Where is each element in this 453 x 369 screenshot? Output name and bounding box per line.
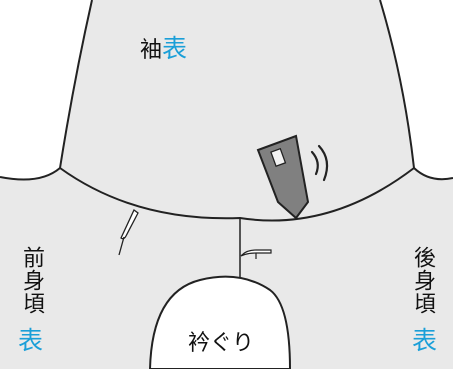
armhole-label: 衿ぐり [188,331,255,356]
front-body-label: 前身頃 [19,246,44,315]
signal-waves-icon [310,144,329,182]
sleeve-side-label: 表 [162,34,188,63]
neckline-opening [148,275,292,369]
body-top-outline [0,167,453,181]
sensor-tag-icon [256,134,310,220]
back-body-label: 後身頃 [410,246,435,315]
sleeve-panel [60,0,414,221]
needle-icon [240,249,272,259]
back-side-label: 表 [412,326,438,355]
body-panel [0,168,453,369]
sleeve-label: 袖表 [140,36,187,62]
sleeve-name: 袖 [140,38,163,63]
pin-icon [118,208,139,256]
front-side-label: 表 [18,326,44,355]
